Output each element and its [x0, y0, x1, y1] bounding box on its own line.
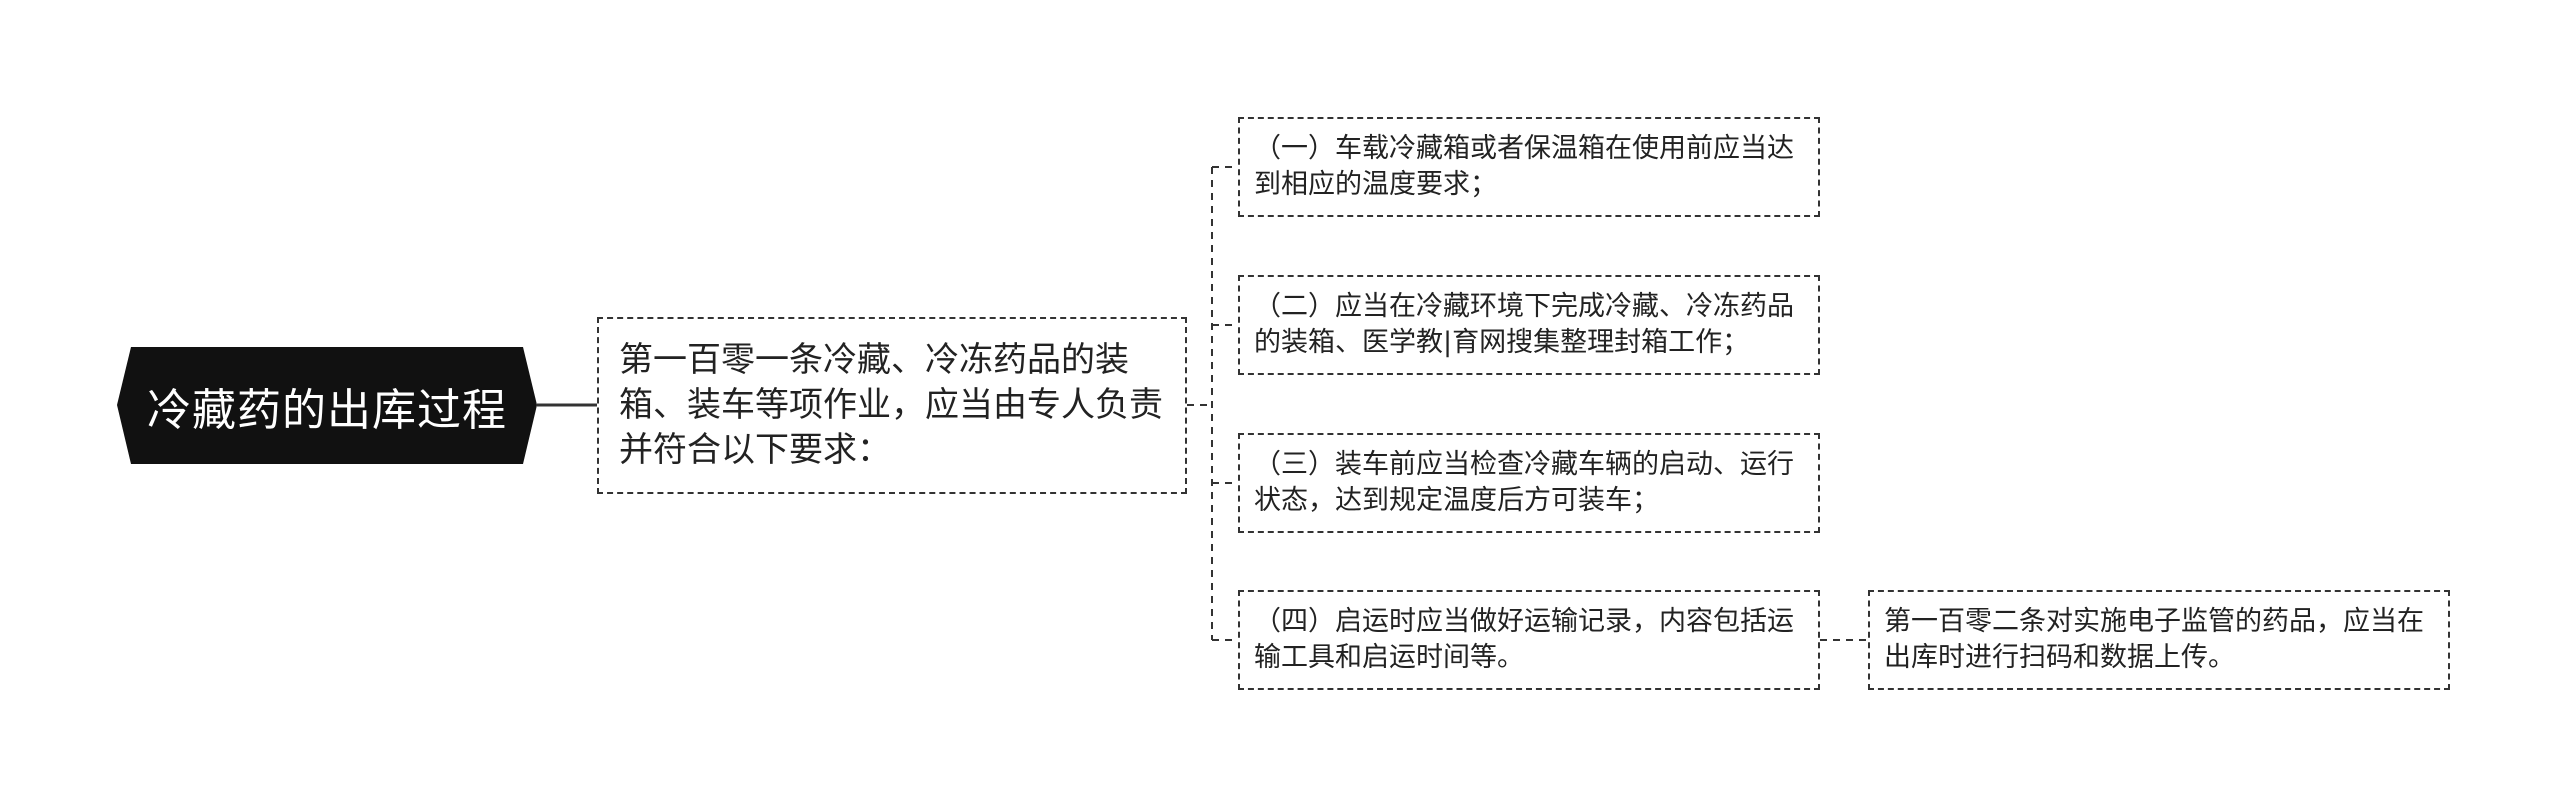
root-shape — [117, 347, 537, 464]
level2-node-4[interactable]: （四）启运时应当做好运输记录，内容包括运输工具和启运时间等。 — [1238, 590, 1820, 690]
level2-node-1[interactable]: （一）车载冷藏箱或者保温箱在使用前应当达到相应的温度要求； — [1238, 117, 1820, 217]
level3-node[interactable]: 第一百零二条对实施电子监管的药品，应当在出库时进行扫码和数据上传。 — [1868, 590, 2450, 690]
level3-text: 第一百零二条对实施电子监管的药品，应当在出库时进行扫码和数据上传。 — [1884, 606, 2424, 673]
level2-node-2[interactable]: （二）应当在冷藏环境下完成冷藏、冷冻药品的装箱、医学教|育网搜集整理封箱工作； — [1238, 275, 1820, 375]
level2-node-3[interactable]: （三）装车前应当检查冷藏车辆的启动、运行状态，达到规定温度后方可装车； — [1238, 433, 1820, 533]
level1-text: 第一百零一条冷藏、冷冻药品的装箱、装车等项作业，应当由专人负责并符合以下要求： — [619, 339, 1163, 471]
root-node[interactable]: 冷藏药的出库过程 — [117, 347, 537, 464]
level1-node[interactable]: 第一百零一条冷藏、冷冻药品的装箱、装车等项作业，应当由专人负责并符合以下要求： — [597, 317, 1187, 494]
level2-text-3: （三）装车前应当检查冷藏车辆的启动、运行状态，达到规定温度后方可装车； — [1254, 449, 1794, 516]
level2-text-1: （一）车载冷藏箱或者保温箱在使用前应当达到相应的温度要求； — [1254, 133, 1794, 200]
level2-text-4: （四）启运时应当做好运输记录，内容包括运输工具和启运时间等。 — [1254, 606, 1794, 673]
level2-text-2: （二）应当在冷藏环境下完成冷藏、冷冻药品的装箱、医学教|育网搜集整理封箱工作； — [1254, 291, 1794, 358]
root-title: 冷藏药的出库过程 — [147, 384, 507, 436]
